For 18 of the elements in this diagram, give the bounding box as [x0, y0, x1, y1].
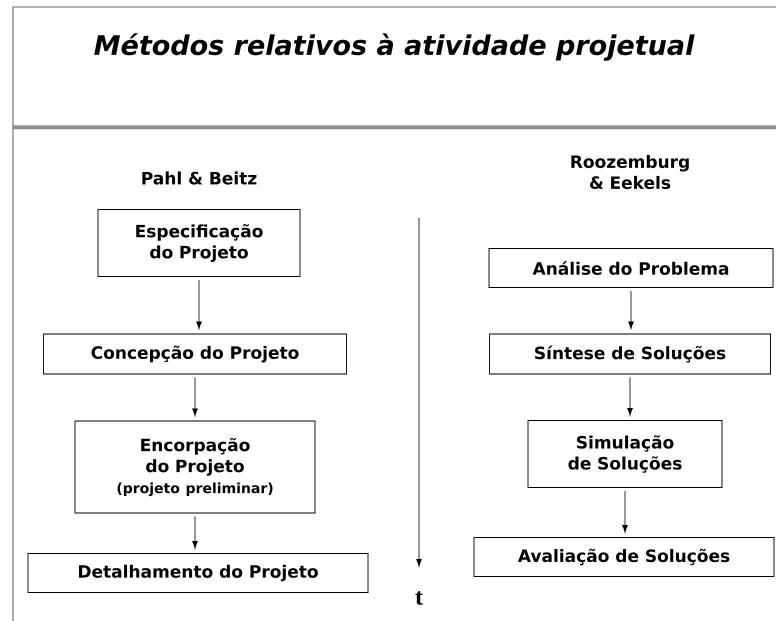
- process-box: Encorpação do Projeto (projeto preliminar): [74, 420, 316, 514]
- process-box: Avaliação de Soluções: [474, 537, 774, 577]
- process-box: Simulação de Soluções: [528, 420, 722, 488]
- arrow: [192, 516, 198, 549]
- column-heading: Pahl & Beitz: [142, 171, 256, 185]
- process-box: Detalhamento do Projeto: [28, 553, 368, 593]
- arrow: [628, 290, 634, 330]
- arrow: [192, 377, 198, 416]
- title: Métodos relativos à atividade projetual: [94, 33, 695, 61]
- process-box: Especificação do Projeto: [98, 209, 300, 277]
- arrow: [627, 377, 633, 416]
- column-heading: Roozemburg & Eekels: [571, 154, 689, 190]
- arrow: [622, 490, 628, 533]
- axis-label: t: [415, 591, 423, 605]
- process-box: Concepção do Projeto: [43, 334, 347, 374]
- arrow: [196, 280, 202, 330]
- process-box: Análise do Problema: [488, 248, 774, 288]
- process-box: Síntese de Soluções: [489, 334, 771, 374]
